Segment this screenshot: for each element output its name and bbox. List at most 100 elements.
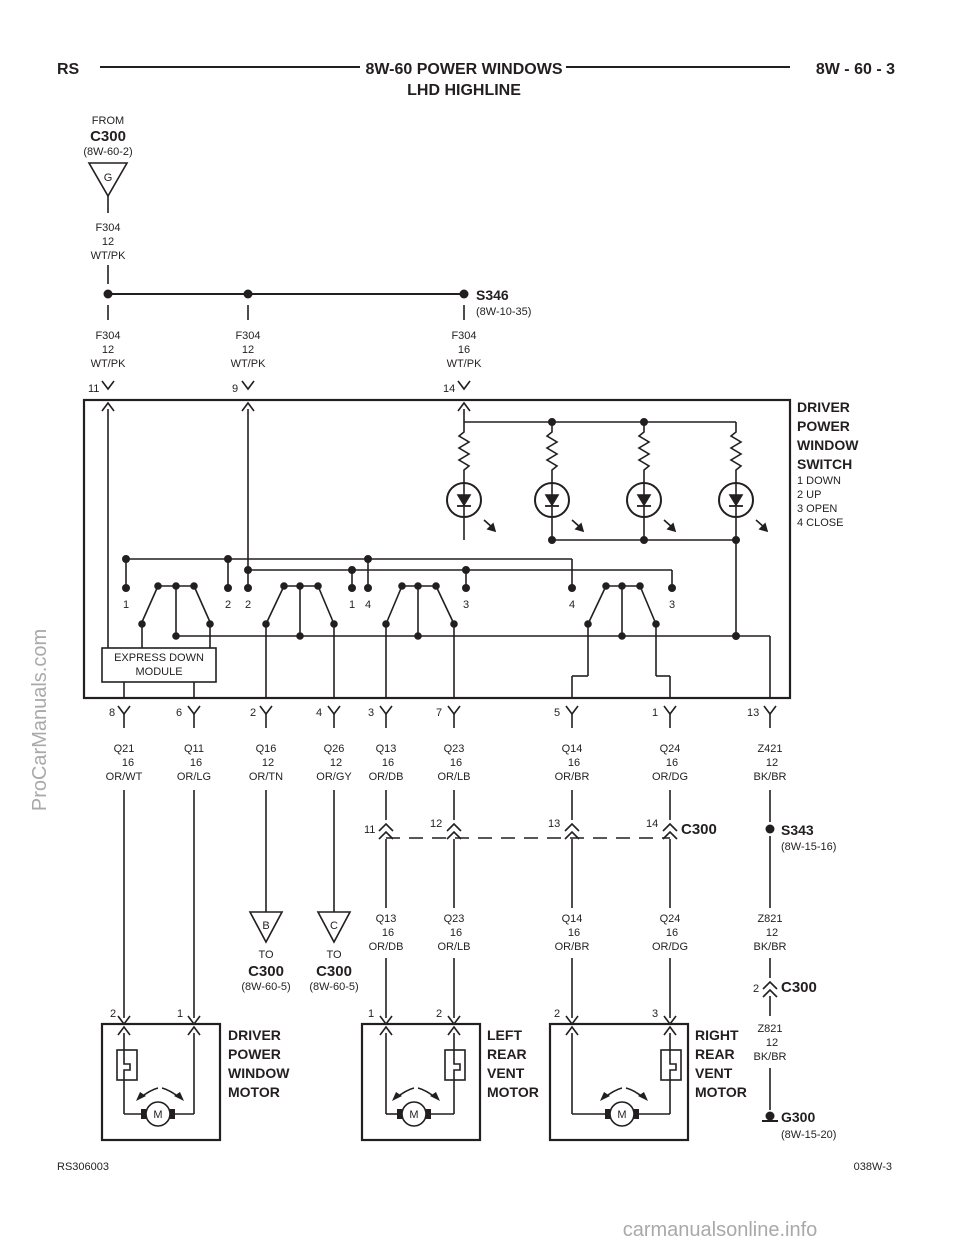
svg-text:1: 1: [123, 599, 129, 611]
wire-label-f304-a: F304 12 WT/PK: [91, 330, 126, 370]
lower-wires: [385, 836, 771, 908]
svg-text:DRIVER: DRIVER: [797, 399, 850, 415]
svg-text:14: 14: [646, 818, 658, 830]
svg-text:OR/DB: OR/DB: [369, 941, 404, 953]
svg-text:C300: C300: [781, 979, 817, 996]
svg-text:12: 12: [262, 757, 274, 769]
to-c300-pin-b: B TO C300 (8W-60-5): [241, 911, 291, 993]
svg-text:Q11: Q11: [184, 743, 204, 755]
from-c300-connector: FROM C300 (8W-60-2) G: [83, 115, 133, 213]
switch-input-terminals: 11 9 14: [88, 380, 471, 395]
svg-text:13: 13: [747, 707, 759, 719]
svg-text:BK/BR: BK/BR: [753, 1051, 786, 1063]
svg-text:M: M: [617, 1109, 626, 1121]
svg-text:1: 1: [349, 599, 355, 611]
wire-label-f304-c: F304 16 WT/PK: [447, 330, 482, 370]
svg-text:OR/LB: OR/LB: [437, 941, 470, 953]
svg-text:2: 2: [245, 599, 251, 611]
svg-text:SWITCH: SWITCH: [797, 456, 852, 472]
svg-text:C300: C300: [248, 963, 284, 980]
svg-text:16: 16: [568, 927, 580, 939]
svg-text:3: 3: [652, 1008, 658, 1020]
svg-text:8: 8: [109, 707, 115, 719]
svg-text:WT/PK: WT/PK: [231, 358, 266, 370]
switch-output-terminals: 8 6 2 4 3 7 5 1 13: [109, 705, 777, 719]
svg-text:Q13: Q13: [376, 743, 397, 755]
switch-contact-labels: 1 2 2 1 4 3 4 3: [123, 599, 675, 611]
svg-text:12: 12: [766, 757, 778, 769]
svg-text:MODULE: MODULE: [135, 666, 182, 678]
svg-text:1: 1: [368, 1008, 374, 1020]
svg-text:16: 16: [382, 927, 394, 939]
svg-text:OR/TN: OR/TN: [249, 771, 283, 783]
svg-text:12: 12: [766, 1037, 778, 1049]
svg-text:16: 16: [568, 757, 580, 769]
g300-ground: G300 (8W-15-20): [762, 1109, 836, 1141]
wire-label-q16: Q16 12 OR/TN: [249, 743, 283, 783]
header-left: RS: [57, 61, 80, 78]
svg-text:11: 11: [88, 383, 99, 395]
svg-text:OR/DG: OR/DG: [652, 771, 688, 783]
svg-text:OR/GY: OR/GY: [316, 771, 352, 783]
svg-text:2: 2: [225, 599, 231, 611]
svg-text:Q23: Q23: [444, 743, 465, 755]
s346-splice-dot: [459, 289, 469, 299]
c300-inline-connector: 11 12 13 14 C300: [364, 818, 717, 840]
svg-text:C300: C300: [681, 821, 717, 838]
svg-text:2 UP: 2 UP: [797, 489, 821, 501]
svg-text:16: 16: [450, 927, 462, 939]
header-page-number: 8W - 60 - 3: [816, 61, 895, 78]
svg-text:Q14: Q14: [562, 743, 583, 755]
wire-label-z421: Z421 12 BK/BR: [753, 743, 786, 783]
svg-text:16: 16: [382, 757, 394, 769]
svg-text:OR/LG: OR/LG: [177, 771, 211, 783]
svg-text:Q21: Q21: [114, 743, 135, 755]
wire-label-z821-a: Z821 12 BK/BR: [753, 913, 786, 953]
svg-text:(8W-60-5): (8W-60-5): [309, 981, 358, 993]
header-title: 8W-60 POWER WINDOWS: [365, 61, 562, 78]
svg-text:16: 16: [190, 757, 202, 769]
svg-text:11: 11: [364, 824, 375, 836]
switch-title: DRIVER POWER WINDOW SWITCH 1 DOWN 2 UP 3…: [797, 399, 859, 529]
svg-text:OR/LB: OR/LB: [437, 771, 470, 783]
footer-right: 038W-3: [854, 1161, 892, 1173]
svg-text:13: 13: [548, 818, 560, 830]
svg-text:(8W-15-16): (8W-15-16): [781, 841, 836, 853]
svg-text:(8W-60-5): (8W-60-5): [241, 981, 290, 993]
svg-text:(8W-60-2): (8W-60-2): [83, 146, 132, 158]
svg-text:Q24: Q24: [660, 743, 681, 755]
svg-text:6: 6: [176, 707, 182, 719]
driver-power-window-motor: 2 1 M DRIVER POWER WINDOW MOTOR: [100, 1008, 290, 1142]
svg-text:OR/WT: OR/WT: [106, 771, 143, 783]
svg-text:2: 2: [436, 1008, 442, 1020]
svg-text:POWER: POWER: [228, 1046, 281, 1062]
svg-text:4: 4: [569, 599, 575, 611]
svg-text:BK/BR: BK/BR: [753, 771, 786, 783]
wire-label-q21: Q21 16 OR/WT: [106, 743, 143, 783]
wire-label-q24: Q24 16 OR/DG: [652, 743, 688, 783]
svg-text:WT/PK: WT/PK: [447, 358, 482, 370]
wire-label-q13-lower: Q13 16 OR/DB: [369, 913, 404, 953]
express-down-module: EXPRESS DOWN MODULE: [101, 647, 217, 683]
svg-text:FROM: FROM: [92, 115, 124, 127]
svg-text:F304: F304: [451, 330, 476, 342]
svg-text:3: 3: [463, 599, 469, 611]
svg-text:Q24: Q24: [660, 913, 681, 925]
wire-label-z821-b: Z821 12 BK/BR: [753, 1023, 786, 1063]
svg-text:WT/PK: WT/PK: [91, 250, 126, 262]
svg-text:4: 4: [316, 707, 322, 719]
svg-text:7: 7: [436, 707, 442, 719]
wire-label-f304-b: F304 12 WT/PK: [231, 330, 266, 370]
wire-label-f304-feed: F304 12 WT/PK: [91, 222, 126, 262]
wire-label-q14: Q14 16 OR/BR: [555, 743, 590, 783]
svg-text:LEFT: LEFT: [487, 1027, 522, 1043]
svg-text:2: 2: [753, 983, 759, 995]
svg-text:TO: TO: [258, 949, 274, 961]
svg-text:9: 9: [232, 383, 238, 395]
svg-text:3 OPEN: 3 OPEN: [797, 503, 837, 515]
wire-label-q24-lower: Q24 16 OR/DG: [652, 913, 688, 953]
svg-text:14: 14: [443, 383, 455, 395]
long-wires: [123, 790, 771, 1018]
svg-text:WINDOW: WINDOW: [797, 437, 859, 453]
